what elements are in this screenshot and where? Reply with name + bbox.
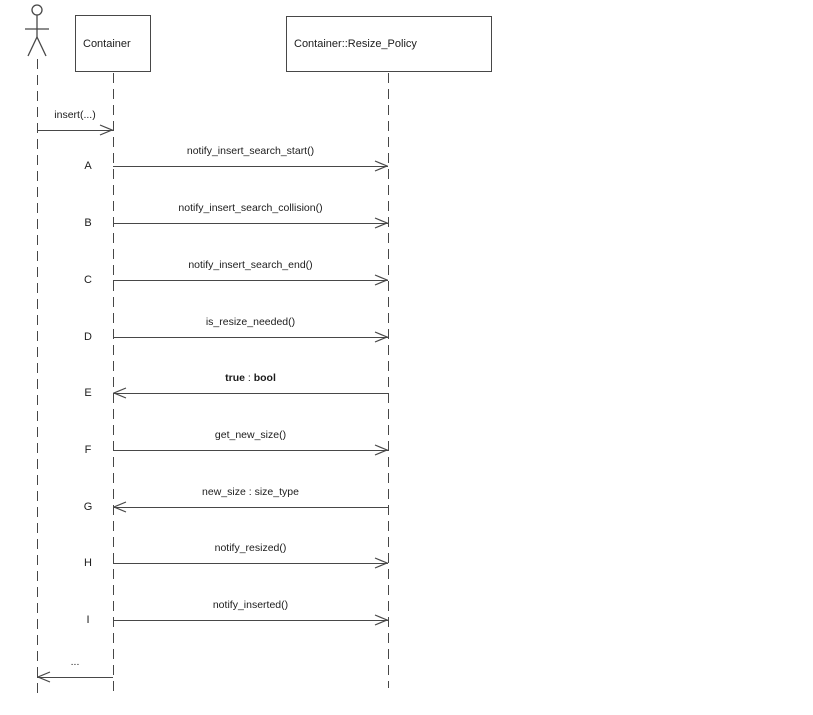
message-label: notify_insert_search_end(): [113, 258, 388, 272]
message-label: notify_inserted(): [113, 598, 388, 612]
arrowhead-left-icon: [113, 387, 127, 399]
arrowhead-left-icon: [37, 671, 51, 683]
lifeline-container: [113, 73, 114, 697]
arrowhead-right-icon: [99, 124, 113, 136]
actor-left-leg: [27, 36, 38, 57]
message-arrow-line: [113, 331, 388, 343]
arrowhead-left-icon: [113, 501, 127, 513]
message-arrow-line: [113, 557, 388, 569]
message-label-part: notify_insert_search_start(): [186, 145, 315, 157]
message-arrow-line: [113, 217, 388, 229]
actor-icon: [25, 4, 49, 57]
message-tag-label: H: [84, 557, 92, 569]
message-label: get_new_size(): [113, 428, 388, 442]
message-arrow-line: [113, 274, 388, 286]
message-label: new_size : size_type: [113, 485, 388, 499]
message-label-part: ...: [70, 656, 80, 668]
message-label-part: new_size : size_type: [202, 486, 299, 498]
arrowhead-right-icon: [374, 160, 388, 172]
message-tag-label: F: [84, 444, 92, 456]
message-label-part: is_resize_needed(): [205, 316, 296, 328]
message-label-part: bool: [253, 372, 276, 384]
message-label-part: true: [225, 372, 245, 384]
arrowhead-right-icon: [374, 444, 388, 456]
message-label-part: notify_inserted(): [212, 599, 289, 611]
message-label-part: insert(...): [54, 109, 96, 121]
message-tag-label: I: [86, 614, 90, 626]
participant-label-container: Container: [83, 37, 131, 50]
message-label: notify_insert_search_collision(): [113, 201, 388, 215]
message-label: insert(...): [37, 108, 113, 122]
message-tag-label: E: [84, 387, 92, 399]
participant-box-container: Container: [75, 15, 151, 72]
message-tag-label: B: [84, 217, 92, 229]
message-tag-label: D: [84, 331, 92, 343]
message-arrow-line: [113, 501, 388, 513]
actor-right-leg: [36, 36, 47, 57]
lifeline-actor: [37, 59, 38, 697]
message-arrow-line: [37, 124, 113, 136]
participant-box-resize-policy: Container::Resize_Policy: [286, 16, 492, 72]
message-arrow-line: [113, 614, 388, 626]
arrowhead-right-icon: [374, 274, 388, 286]
message-tag-label: C: [84, 274, 92, 286]
message-arrow-line: [113, 160, 388, 172]
message-label-part: :: [244, 372, 254, 384]
message-label-part: get_new_size(): [214, 429, 287, 441]
lifeline-resize-policy: [388, 73, 389, 688]
message-label-part: notify_insert_search_end(): [188, 259, 313, 271]
arrowhead-right-icon: [374, 614, 388, 626]
message-tag-label: A: [84, 160, 92, 172]
message-arrow-line: [37, 671, 113, 683]
actor-head: [31, 4, 43, 16]
message-arrow-line: [113, 387, 388, 399]
message-label-part: notify_resized(): [214, 542, 287, 554]
arrowhead-right-icon: [374, 217, 388, 229]
message-label: notify_insert_search_start(): [113, 144, 388, 158]
message-label: true : bool: [113, 371, 388, 385]
message-label: notify_resized(): [113, 541, 388, 555]
arrowhead-right-icon: [374, 331, 388, 343]
message-arrow-line: [113, 444, 388, 456]
participant-label-resize-policy: Container::Resize_Policy: [294, 38, 417, 50]
message-label: ...: [37, 655, 113, 669]
message-label: is_resize_needed(): [113, 315, 388, 329]
arrowhead-right-icon: [374, 557, 388, 569]
message-label-part: notify_insert_search_collision(): [178, 202, 323, 214]
message-tag-label: G: [83, 501, 93, 513]
